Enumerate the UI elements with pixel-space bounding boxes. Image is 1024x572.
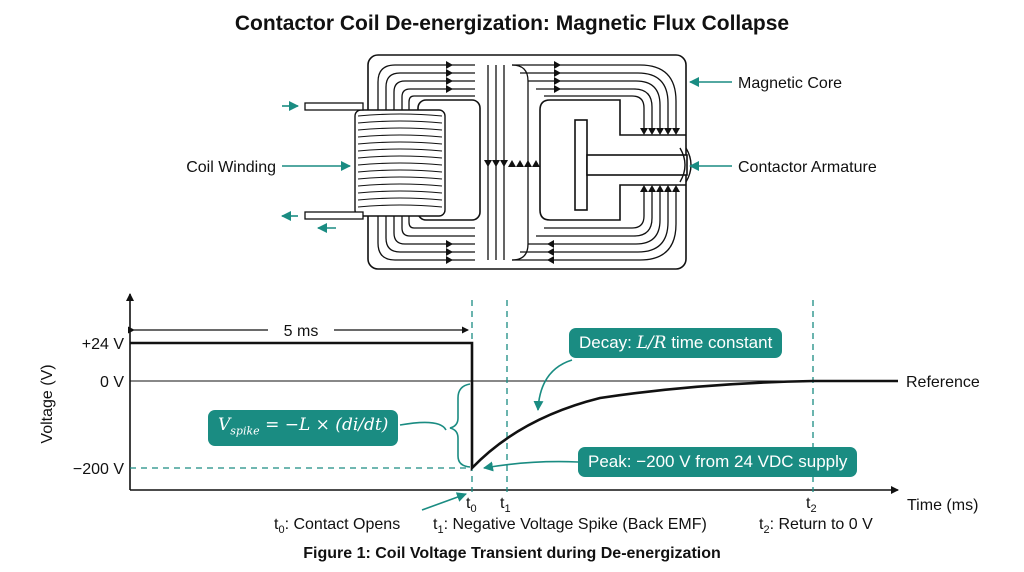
peak-callout: Peak: −200 V from 24 VDC supply: [578, 447, 858, 477]
right-flux-loops: [511, 64, 677, 261]
reference-label: Reference: [906, 374, 980, 391]
callout-leaders: [399, 359, 579, 511]
contactor-armature-label: Contactor Armature: [738, 159, 877, 176]
voltage-waveform: [130, 341, 898, 472]
coil-winding-label: Coil Winding: [186, 159, 276, 176]
flux-arrowheads: [446, 61, 680, 264]
armature-plate: [574, 119, 588, 211]
x-axis-label: Time (ms): [907, 497, 978, 514]
current-arrows: [281, 101, 336, 233]
t1-description: t1: Negative Voltage Spike (Back EMF): [433, 516, 707, 536]
coil-winding: [304, 102, 446, 220]
armature-shaft: [586, 154, 688, 176]
magnetic-core-label: Magnetic Core: [738, 75, 842, 92]
spike-brace: [449, 383, 471, 468]
t2-description: t2: Return to 0 V: [759, 516, 873, 536]
magnetic-core-diagram: Magnetic Core Coil Winding Contactor Arm…: [186, 54, 877, 270]
t0-axis-label: t0: [466, 495, 477, 515]
duration-label: 5 ms: [284, 323, 319, 340]
decay-callout: Decay: L/R time constant: [569, 328, 783, 358]
vspike-leader: [399, 421, 447, 431]
voltage-graph: 5 ms +24 V 0 V −200 V Voltage (V) Time (…: [39, 293, 980, 562]
t1-axis-label: t1: [500, 495, 511, 515]
y-tick-plus24: +24 V: [82, 336, 125, 353]
core-right-window-top: [550, 99, 686, 136]
t2-axis-label: t2: [806, 495, 817, 515]
vspike-callout: Vspike = −L × (di/dt): [208, 410, 399, 447]
figure-caption: Figure 1: Coil Voltage Transient during …: [303, 545, 721, 562]
y-axis-label: Voltage (V): [39, 364, 56, 443]
y-tick-minus200: −200 V: [73, 461, 124, 478]
t0-description: t0: Contact Opens: [274, 516, 400, 536]
armature-break-mark: [679, 147, 686, 183]
y-tick-zero: 0 V: [100, 374, 124, 391]
core-right-window: [539, 99, 686, 221]
peak-leader: [483, 460, 579, 472]
decay-leader: [533, 359, 573, 411]
figure-title: Contactor Coil De-energization: Magnetic…: [235, 12, 789, 35]
t0-leader: [421, 492, 467, 511]
label-leaders: [282, 77, 732, 171]
